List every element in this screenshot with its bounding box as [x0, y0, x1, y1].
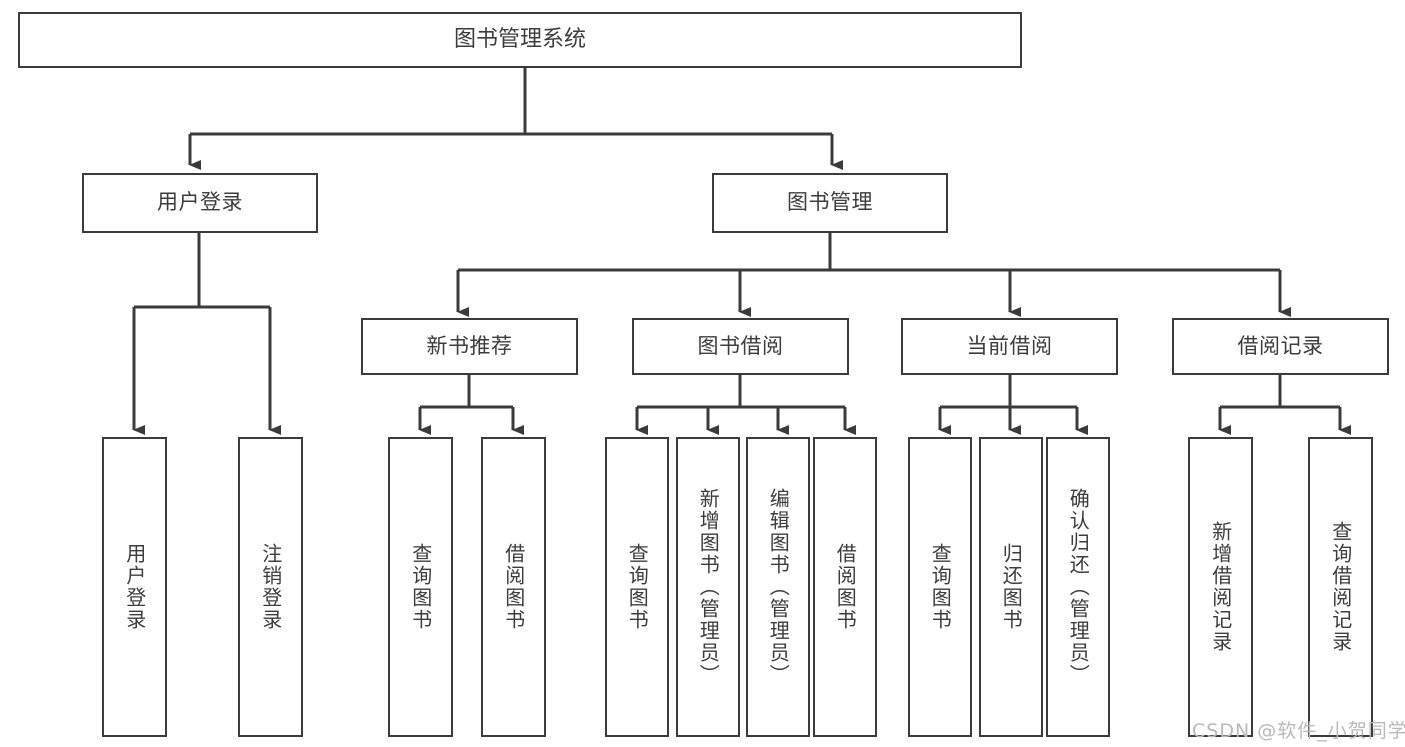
node-label: 借阅记录 [1237, 333, 1324, 358]
leaf-query-book-current[interactable]: 查询图书 [908, 437, 972, 737]
node-label: 查询借阅记录 [1328, 521, 1353, 653]
node-label: 借阅图书 [501, 543, 526, 631]
node-label: 确认归还（管理员） [1066, 488, 1091, 686]
leaf-return-book[interactable]: 归还图书 [979, 437, 1043, 737]
node-label: 新增借阅记录 [1208, 521, 1233, 653]
node-label: 查询图书 [625, 543, 650, 631]
node-label: 图书管理 [787, 190, 873, 215]
leaf-borrow-book-recommend[interactable]: 借阅图书 [481, 437, 546, 737]
leaf-edit-book-admin[interactable]: 编辑图书（管理员） [746, 437, 810, 737]
node-user-login[interactable]: 用户登录 [82, 173, 318, 233]
node-label: 注销登录 [258, 543, 283, 631]
node-label: 编辑图书（管理员） [766, 488, 791, 686]
node-label: 用户登录 [122, 543, 147, 631]
csdn-watermark: CSDN @软件_小贺同学 [1192, 720, 1405, 742]
node-borrow-record[interactable]: 借阅记录 [1172, 318, 1389, 375]
node-label: 查询图书 [928, 543, 953, 631]
node-label: 用户登录 [157, 190, 243, 215]
node-current-borrow[interactable]: 当前借阅 [901, 318, 1118, 375]
node-label: 新增图书（管理员） [696, 488, 721, 686]
leaf-query-book-recommend[interactable]: 查询图书 [388, 437, 453, 737]
leaf-add-book-admin[interactable]: 新增图书（管理员） [676, 437, 740, 737]
leaf-logout[interactable]: 注销登录 [238, 437, 303, 737]
leaf-query-book-borrow[interactable]: 查询图书 [605, 437, 669, 737]
node-label: 借阅图书 [833, 543, 858, 631]
node-label: 图书管理系统 [453, 26, 586, 52]
node-root-system[interactable]: 图书管理系统 [18, 12, 1022, 68]
node-label: 图书借阅 [697, 333, 784, 358]
leaf-borrow-book[interactable]: 借阅图书 [813, 437, 877, 737]
node-book-management[interactable]: 图书管理 [712, 173, 948, 233]
node-book-borrow[interactable]: 图书借阅 [632, 318, 849, 375]
leaf-query-borrow-record[interactable]: 查询借阅记录 [1308, 437, 1373, 737]
node-label: 归还图书 [999, 543, 1024, 631]
node-new-book-recommend[interactable]: 新书推荐 [361, 318, 578, 375]
leaf-confirm-return-admin[interactable]: 确认归还（管理员） [1046, 437, 1110, 737]
leaf-user-login[interactable]: 用户登录 [102, 437, 167, 737]
node-label: 查询图书 [408, 543, 433, 631]
leaf-add-borrow-record[interactable]: 新增借阅记录 [1188, 437, 1253, 737]
node-label: 新书推荐 [426, 333, 513, 358]
node-label: 当前借阅 [966, 333, 1053, 358]
